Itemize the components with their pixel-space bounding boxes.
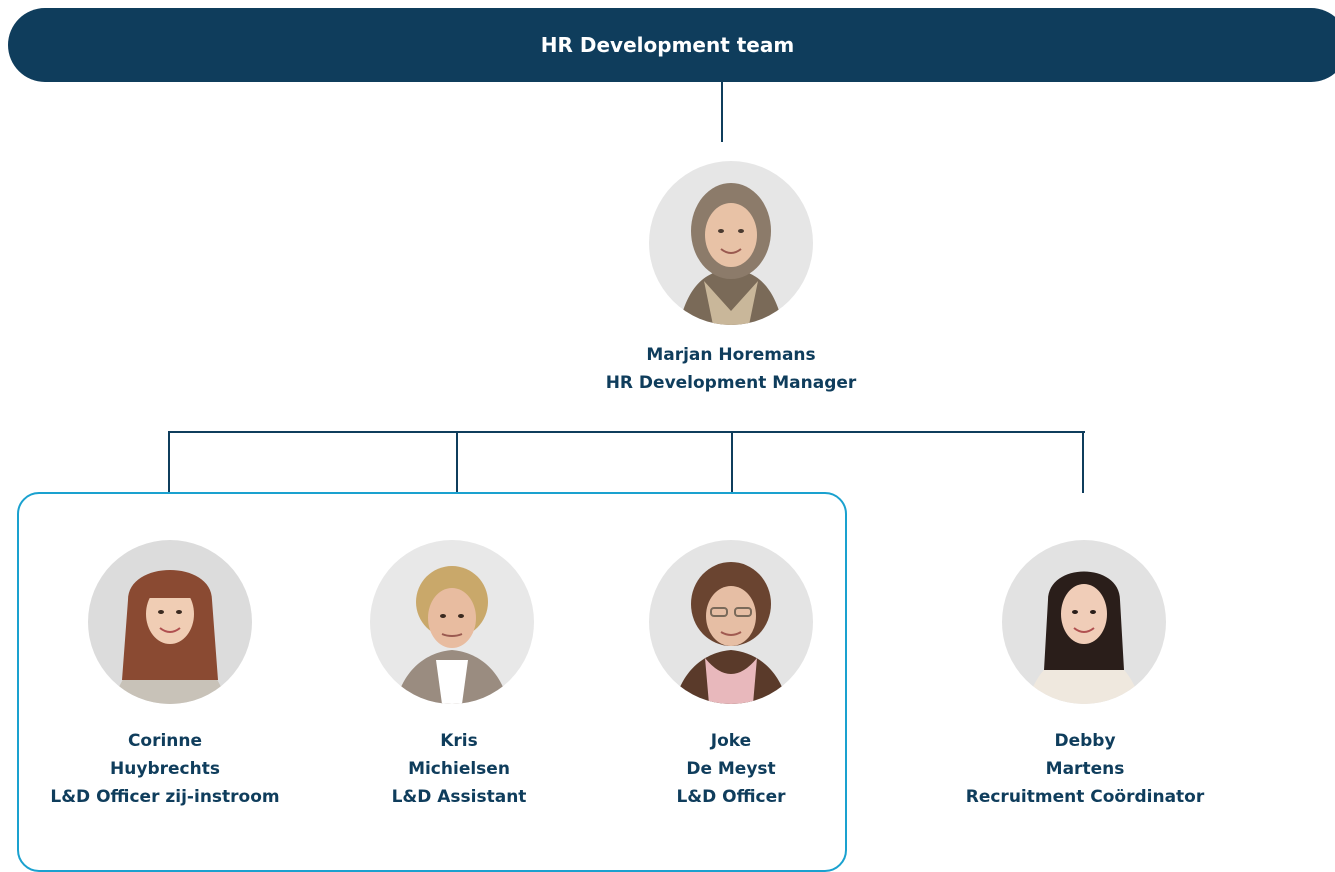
member-info-corinne: Corinne Huybrechts L&D Officer zij-instr… [5, 727, 325, 811]
connector-to-kris [456, 431, 458, 493]
member-last-name: De Meyst [686, 759, 776, 779]
connector-to-joke [731, 431, 733, 493]
member-last-name: Huybrechts [110, 759, 220, 779]
member-first-name: Kris [440, 731, 478, 751]
avatar-joke [649, 540, 813, 704]
member-first-name: Debby [1054, 731, 1116, 751]
member-last-name: Michielsen [408, 759, 510, 779]
member-role: L&D Assistant [391, 787, 527, 807]
member-info-debby: Debby Martens Recruitment Coördinator [925, 727, 1245, 811]
manager-info: Marjan Horemans HR Development Manager [571, 341, 891, 397]
manager-name: Marjan Horemans [646, 345, 816, 365]
member-first-name: Joke [710, 731, 752, 751]
member-first-name: Corinne [127, 731, 203, 751]
team-header-bar [8, 8, 1335, 82]
avatar-marjan [649, 161, 813, 325]
connector-header-to-manager [721, 82, 723, 142]
member-role: L&D Officer [676, 787, 786, 807]
member-info-kris: Kris Michielsen L&D Assistant [299, 727, 619, 811]
member-last-name: Martens [1045, 759, 1125, 779]
connector-to-corinne [168, 431, 170, 493]
team-title: HR Development team [540, 33, 795, 57]
avatar-kris [370, 540, 534, 704]
connector-horizontal-bar [168, 431, 1085, 433]
member-role: L&D Officer zij-instroom [50, 787, 280, 807]
connector-to-debby [1082, 431, 1084, 493]
avatar-debby [1002, 540, 1166, 704]
member-info-joke: Joke De Meyst L&D Officer [571, 727, 891, 811]
manager-role: HR Development Manager [605, 373, 857, 393]
avatar-corinne [88, 540, 252, 704]
member-role: Recruitment Coördinator [965, 787, 1205, 807]
